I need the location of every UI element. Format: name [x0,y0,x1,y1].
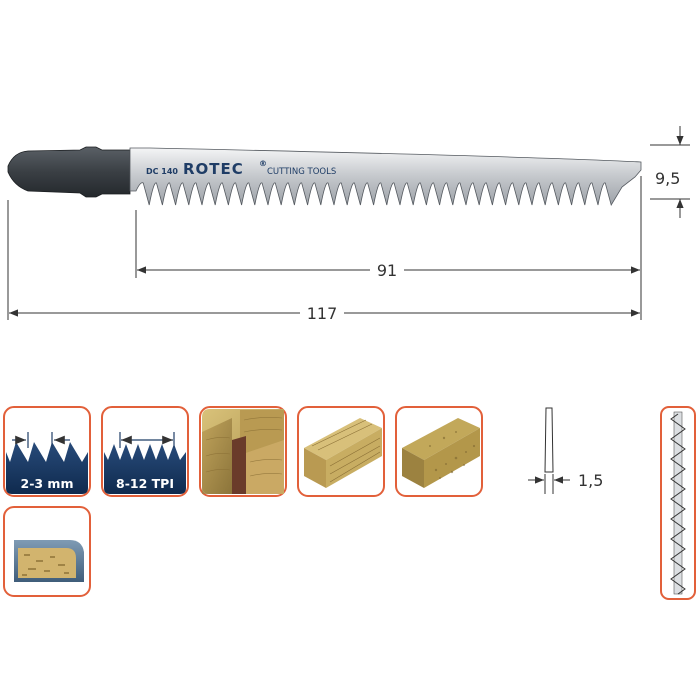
tpi-icon: 8-12 TPI [101,406,189,497]
blade-shank [7,146,131,198]
tooth-spacing-teeth [6,442,88,494]
brand-registered-mark: ® [259,159,267,168]
softwood-board-icon [297,406,385,497]
tooth-length-value: 91 [377,261,397,280]
blade-tagline: CUTTING TOOLS [267,167,336,177]
tpi-teeth [104,444,186,494]
tooth-set-profile [670,413,686,595]
width-value: 9,5 [655,169,680,188]
tooth-set-icon [660,406,696,600]
tpi-label: 8-12 TPI [116,476,174,491]
saw-blade: DC 140 ROTEC ® CUTTING TOOLS [7,146,642,207]
total-length-value: 117 [307,304,338,323]
thickness-diagram: 1,5 [528,407,603,494]
thickness-value: 1,5 [578,471,603,490]
blade-brand-label: ROTEC [183,160,244,178]
tooth-spacing-label: 2-3 mm [21,476,74,491]
blade-model-label: DC 140 [146,167,178,176]
blade-body [129,147,642,207]
laminated-board-icon [3,506,91,597]
dimension-lines [7,126,690,320]
wood-joint-icon [199,406,287,497]
hardwood-board-icon [395,406,483,497]
tooth-spacing-icon: 2-3 mm [3,406,91,497]
